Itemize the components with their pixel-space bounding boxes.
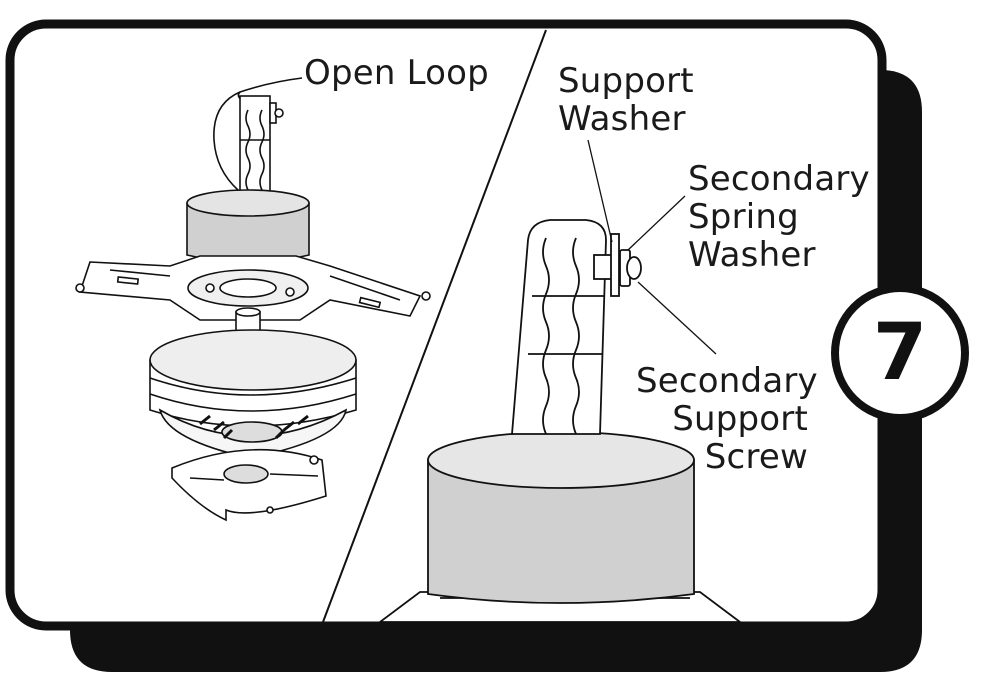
step-badge bbox=[831, 284, 969, 422]
label-secondary-support-screw-line-3: Screw bbox=[704, 437, 808, 477]
label-support-washer-line-2: Washer bbox=[558, 99, 686, 139]
step-number: 7 bbox=[872, 308, 928, 398]
panel-divider bbox=[322, 29, 547, 623]
label-secondary-spring-washer-line-2: Spring bbox=[688, 197, 799, 237]
fan-assembly-illustration bbox=[75, 77, 431, 522]
label-open-loop: Open Loop bbox=[304, 53, 489, 93]
label-secondary-spring-washer-line-3: Washer bbox=[688, 235, 816, 275]
label-secondary-spring-washer-line-1: Secondary bbox=[688, 159, 870, 199]
label-secondary-support-screw-line-2: Support bbox=[672, 399, 808, 439]
label-secondary-spring-washer: Secondary Spring Washer bbox=[688, 160, 870, 274]
label-secondary-support-screw-line-1: Secondary bbox=[636, 361, 818, 401]
label-secondary-support-screw: Secondary Support Screw bbox=[636, 361, 818, 477]
support-screw-closeup-illustration bbox=[377, 139, 743, 623]
label-support-washer-line-1: Support bbox=[558, 61, 694, 101]
label-support-washer: Support Washer bbox=[558, 62, 694, 138]
